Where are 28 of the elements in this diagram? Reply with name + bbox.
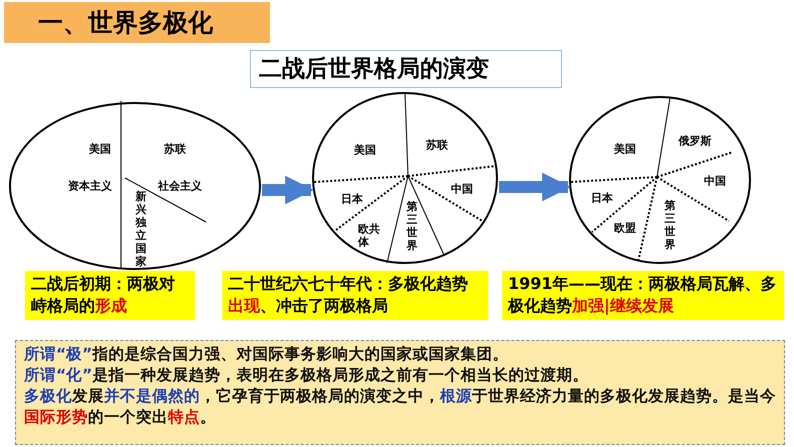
caption-box: 二十世纪六七十年代：多极化趋势出现、冲击了两极格局 (222, 271, 488, 320)
block-arrow (499, 172, 571, 202)
heading-box: 二战后世界格局的演变 (250, 50, 562, 88)
segment-label: 苏联 (426, 140, 448, 152)
note-paragraph: 多极化发展并不是偶然的，它孕育于两极格局的演变之中，根源于世界经济力量的多极化发展趋势。是当今国际形势的一个突出特点。 (24, 386, 776, 428)
caption-box: 1991年——现在：两极格局瓦解、多极化趋势加强|继续发展 (502, 271, 784, 320)
segment-label: 美国 (89, 144, 111, 156)
segment-label: 日本 (341, 194, 363, 206)
segment-label: 欧盟 (614, 222, 636, 236)
note-paragraph: 所谓“极”指的是综合国力强、对国际事务影响大的国家或国家集团。 (24, 344, 510, 365)
note-box (15, 340, 785, 445)
segment-label: 美国 (614, 144, 636, 156)
segment-label: 欧共体 (358, 223, 381, 249)
segment-label: 第三世界 (664, 199, 676, 251)
caption-box: 二战后初期：两极对峙格局的形成 (25, 271, 195, 320)
segment-label: 新兴独立国家 (135, 190, 147, 268)
segment-label: 美国 (354, 144, 376, 158)
segment-label: 中国 (704, 176, 726, 188)
segment-label: 资本主义 (68, 180, 112, 194)
segment-label: 苏联 (164, 144, 186, 156)
segment-label: 俄罗斯 (678, 136, 712, 148)
title-banner: 一、世界多极化 (4, 2, 270, 43)
note-paragraph: 所谓“化”是指一种发展趋势，表明在多极格局形成之前有一个相当长的过渡期。 (24, 365, 590, 386)
block-arrow (262, 176, 314, 204)
segment-label: 第三世界 (406, 200, 418, 252)
segment-label: 中国 (451, 184, 473, 196)
segment-label: 社会主义 (158, 180, 202, 194)
segment-label: 日本 (591, 192, 613, 206)
